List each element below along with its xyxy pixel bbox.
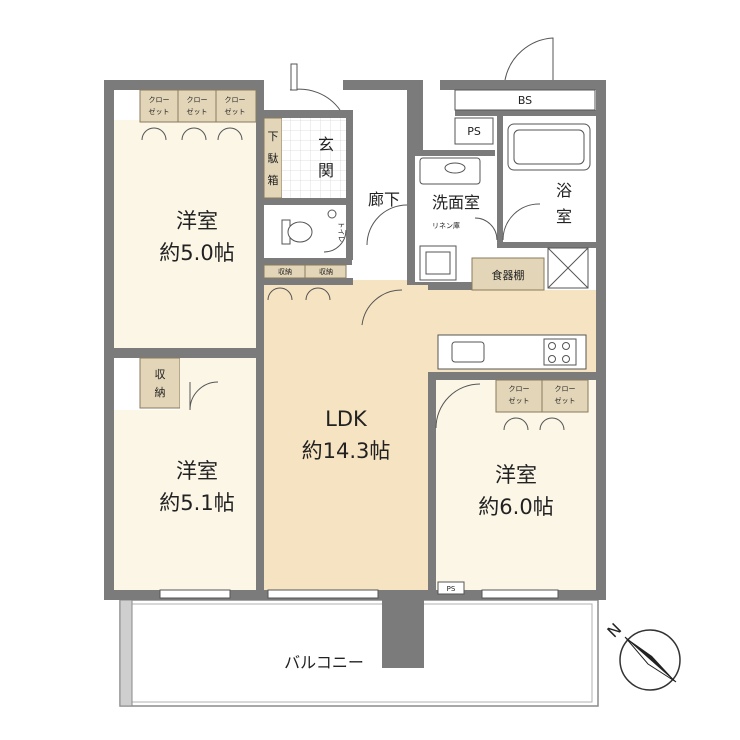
closet-label-1b: クロー ゼット <box>187 96 208 116</box>
corridor <box>353 90 408 280</box>
svg-text:クロー: クロー <box>187 96 208 104</box>
svg-text:ゼット: ゼット <box>149 107 170 116</box>
western-room-3 <box>435 379 596 595</box>
bathroom-char-2: 室 <box>556 207 572 226</box>
svg-text:クロー: クロー <box>149 96 170 104</box>
svg-text:ゼット: ゼット <box>509 396 530 405</box>
room1-name: 洋室 <box>176 209 218 233</box>
svg-text:クロー: クロー <box>509 385 530 393</box>
balcony <box>119 599 599 707</box>
entrance <box>282 63 346 198</box>
storage-char-2: 納 <box>155 386 166 399</box>
toilet-label: トイレ <box>337 222 345 243</box>
washroom-label: 洗面室 <box>432 193 480 212</box>
western-room-2 <box>114 358 256 590</box>
ldk-name: LDK <box>325 407 368 431</box>
svg-text:クロー: クロー <box>555 385 576 393</box>
small-storage <box>263 264 347 279</box>
closet-label-1a: クロー ゼット <box>149 96 170 116</box>
entrance-char-2: 関 <box>318 161 334 180</box>
kitchen-counter <box>437 334 587 370</box>
svg-text:ゼット: ゼット <box>555 396 576 405</box>
corridor-label: 廊下 <box>368 190 400 209</box>
room3-size: 約6.0帖 <box>478 495 553 519</box>
linen-label: リネン庫 <box>432 221 460 230</box>
storage-closet <box>139 357 181 409</box>
western-room-1 <box>114 89 257 348</box>
shoe-box-char-1: 下 <box>268 130 279 143</box>
cupboard <box>471 257 545 291</box>
ps-box-top <box>454 117 494 145</box>
bs-box <box>454 89 596 111</box>
room2-size: 約5.1帖 <box>159 491 234 515</box>
bs-label: BS <box>518 94 532 107</box>
toilet <box>264 205 347 258</box>
shoe-box-char-3: 箱 <box>268 173 279 187</box>
small-storage-label-1: 収納 <box>278 267 292 276</box>
small-storage-label-2: 収納 <box>319 267 333 276</box>
closet-label-1c: クロー ゼット <box>225 96 246 116</box>
ps-label-top: PS <box>467 125 481 138</box>
entrance-char-1: 玄 <box>318 135 334 154</box>
service-door <box>504 37 554 81</box>
bathroom <box>502 116 596 242</box>
ldk-size: 約14.3帖 <box>302 439 391 463</box>
compass-label: N <box>603 619 625 641</box>
svg-text:クロー: クロー <box>225 96 246 104</box>
storage-char-1: 収 <box>155 368 166 381</box>
room2-name: 洋室 <box>176 459 218 483</box>
closet-label-3a: クロー ゼット <box>509 385 530 405</box>
ps-label-bottom: PS <box>447 585 456 593</box>
south-windows <box>159 589 559 599</box>
compass-icon <box>619 629 681 691</box>
fridge-space <box>547 247 589 289</box>
shoe-box-char-2: 駄 <box>268 151 279 165</box>
svg-text:ゼット: ゼット <box>225 107 246 116</box>
closet-label-3b: クロー ゼット <box>555 385 576 405</box>
bathroom-char-1: 浴 <box>556 181 572 200</box>
cupboard-label: 食器棚 <box>492 268 525 282</box>
svg-text:ゼット: ゼット <box>187 107 208 116</box>
balcony-label: バルコニー <box>284 653 364 672</box>
room3-name: 洋室 <box>495 463 537 487</box>
room1-size: 約5.0帖 <box>159 241 234 265</box>
